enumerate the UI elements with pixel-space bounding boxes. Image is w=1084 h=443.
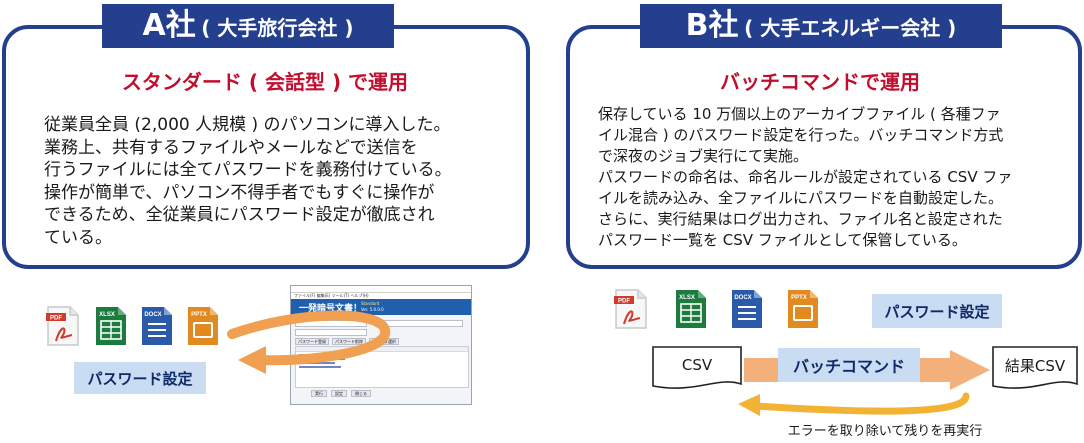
xlsx-file-icon: XLSX [676, 290, 706, 328]
pdf-file-icon: PDF [614, 289, 647, 329]
result-csv-label: 結果CSV [1004, 356, 1066, 375]
header-letter: A [142, 8, 166, 43]
retry-label: エラーを取り除いて残りを再実行 [787, 424, 983, 439]
curved-arrow-icon [227, 310, 391, 374]
app-footer: 実行 設定 閉じる [311, 390, 371, 397]
svg-text:PPTX: PPTX [791, 295, 807, 301]
app-button[interactable]: 閉じる [351, 390, 371, 397]
app-menubar: ファイル(F) 編集(E) ツール(T) ヘルプ(H) [291, 293, 471, 299]
csv-document-icon [652, 346, 742, 389]
description-line: できるため、全従業員にパスワード設定が徹底され [44, 205, 435, 225]
docx-file-icon: DOCX [142, 307, 172, 345]
pdf-file-icon: PDF [46, 306, 79, 346]
app-field[interactable] [295, 329, 367, 336]
description-line: イル混合 ) のパスワード設定を行った。バッチコマンド方式 [598, 126, 1004, 144]
header-sha: 社 [708, 8, 739, 43]
csv-label: CSV [681, 356, 713, 374]
description-line: パスワード一覧を CSV ファイルとして保管している。 [598, 231, 967, 249]
svg-text:PDF: PDF [50, 316, 62, 322]
description-line: 従業員全員 (2,000 人規模 ) のパソコンに導入した。 [44, 115, 451, 135]
app-file-list[interactable] [295, 346, 469, 388]
description-line: で深夜のジョブ実行にて実施。 [598, 147, 809, 165]
app-button[interactable]: パスワード登録 [295, 338, 329, 345]
header-sha: 社 [165, 8, 196, 43]
app-version: Ver. 5.0.0.0 [361, 307, 384, 312]
pptx-file-icon: PPTX [788, 290, 818, 328]
password-setting-box: パスワード設定 [74, 362, 206, 394]
password-setting-box: パスワード設定 [872, 294, 1002, 328]
panel-company-b [566, 25, 1082, 269]
header-letter: B [685, 8, 709, 43]
header-company-type: ( 大手旅行会社 ) [201, 16, 354, 40]
description-a: 従業員全員 (2,000 人規模 ) のパソコンに導入した。 業務上、共有するフ… [44, 114, 524, 249]
app-title: 一発暗号文書！ [299, 304, 363, 314]
app-button[interactable]: 実行 [311, 390, 327, 397]
description-line: 行うファイルには全てパスワードを義務付けている。 [44, 160, 452, 180]
svg-text:XLSX: XLSX [679, 295, 695, 301]
app-titlebar [291, 286, 471, 293]
batch-command-box: バッチコマンド [778, 348, 920, 382]
app-button[interactable]: 設定 [331, 390, 347, 397]
svg-text:XLSX: XLSX [99, 312, 115, 318]
description-line: さらに、実行結果はログ出力され、ファイル名と設定された [598, 210, 1003, 228]
docx-file-icon: DOCX [732, 290, 762, 328]
svg-text:DOCX: DOCX [144, 312, 161, 318]
description-line: ている。 [44, 227, 112, 248]
xlsx-file-icon: XLSX [96, 307, 126, 345]
svg-text:PDF: PDF [618, 299, 630, 305]
description-line: 操作が簡単で、パソコン不得手者でもすぐに操作が [44, 182, 435, 203]
svg-text:PPTX: PPTX [191, 312, 207, 318]
header-company-type: ( 大手エネルギー会社 ) [744, 16, 957, 40]
app-edition: Standard [361, 301, 380, 306]
result-csv-document-icon [992, 346, 1078, 389]
header-company-b: B社 ( 大手エネルギー会社 ) [640, 4, 1002, 48]
description-b: 保存している 10 万個以上のアーカイブファイル ( 各種ファ イル混合 ) の… [598, 104, 1068, 251]
subtitle-standard: スタンダード ( 会話型 ) で運用 [121, 70, 409, 94]
svg-text:DOCX: DOCX [734, 295, 751, 301]
description-line: パスワードの命名は、命名ルールが設定されている CSV ファ [598, 168, 1013, 186]
description-line: イルを読み込み、全ファイルにパスワードを自動設定した。 [598, 189, 1004, 207]
retry-arrow-icon [738, 392, 970, 416]
description-line: 保存している 10 万個以上のアーカイブファイル ( 各種ファ [598, 105, 1001, 123]
app-button[interactable]: パスワード削除 [332, 338, 366, 345]
subtitle-batch: バッチコマンドで運用 [720, 70, 920, 94]
description-line: 業務上、共有するファイルやメールなどで送信を [44, 137, 418, 158]
pptx-file-icon: PPTX [188, 307, 218, 345]
header-company-a: A社 ( 大手旅行会社 ) [102, 4, 394, 48]
